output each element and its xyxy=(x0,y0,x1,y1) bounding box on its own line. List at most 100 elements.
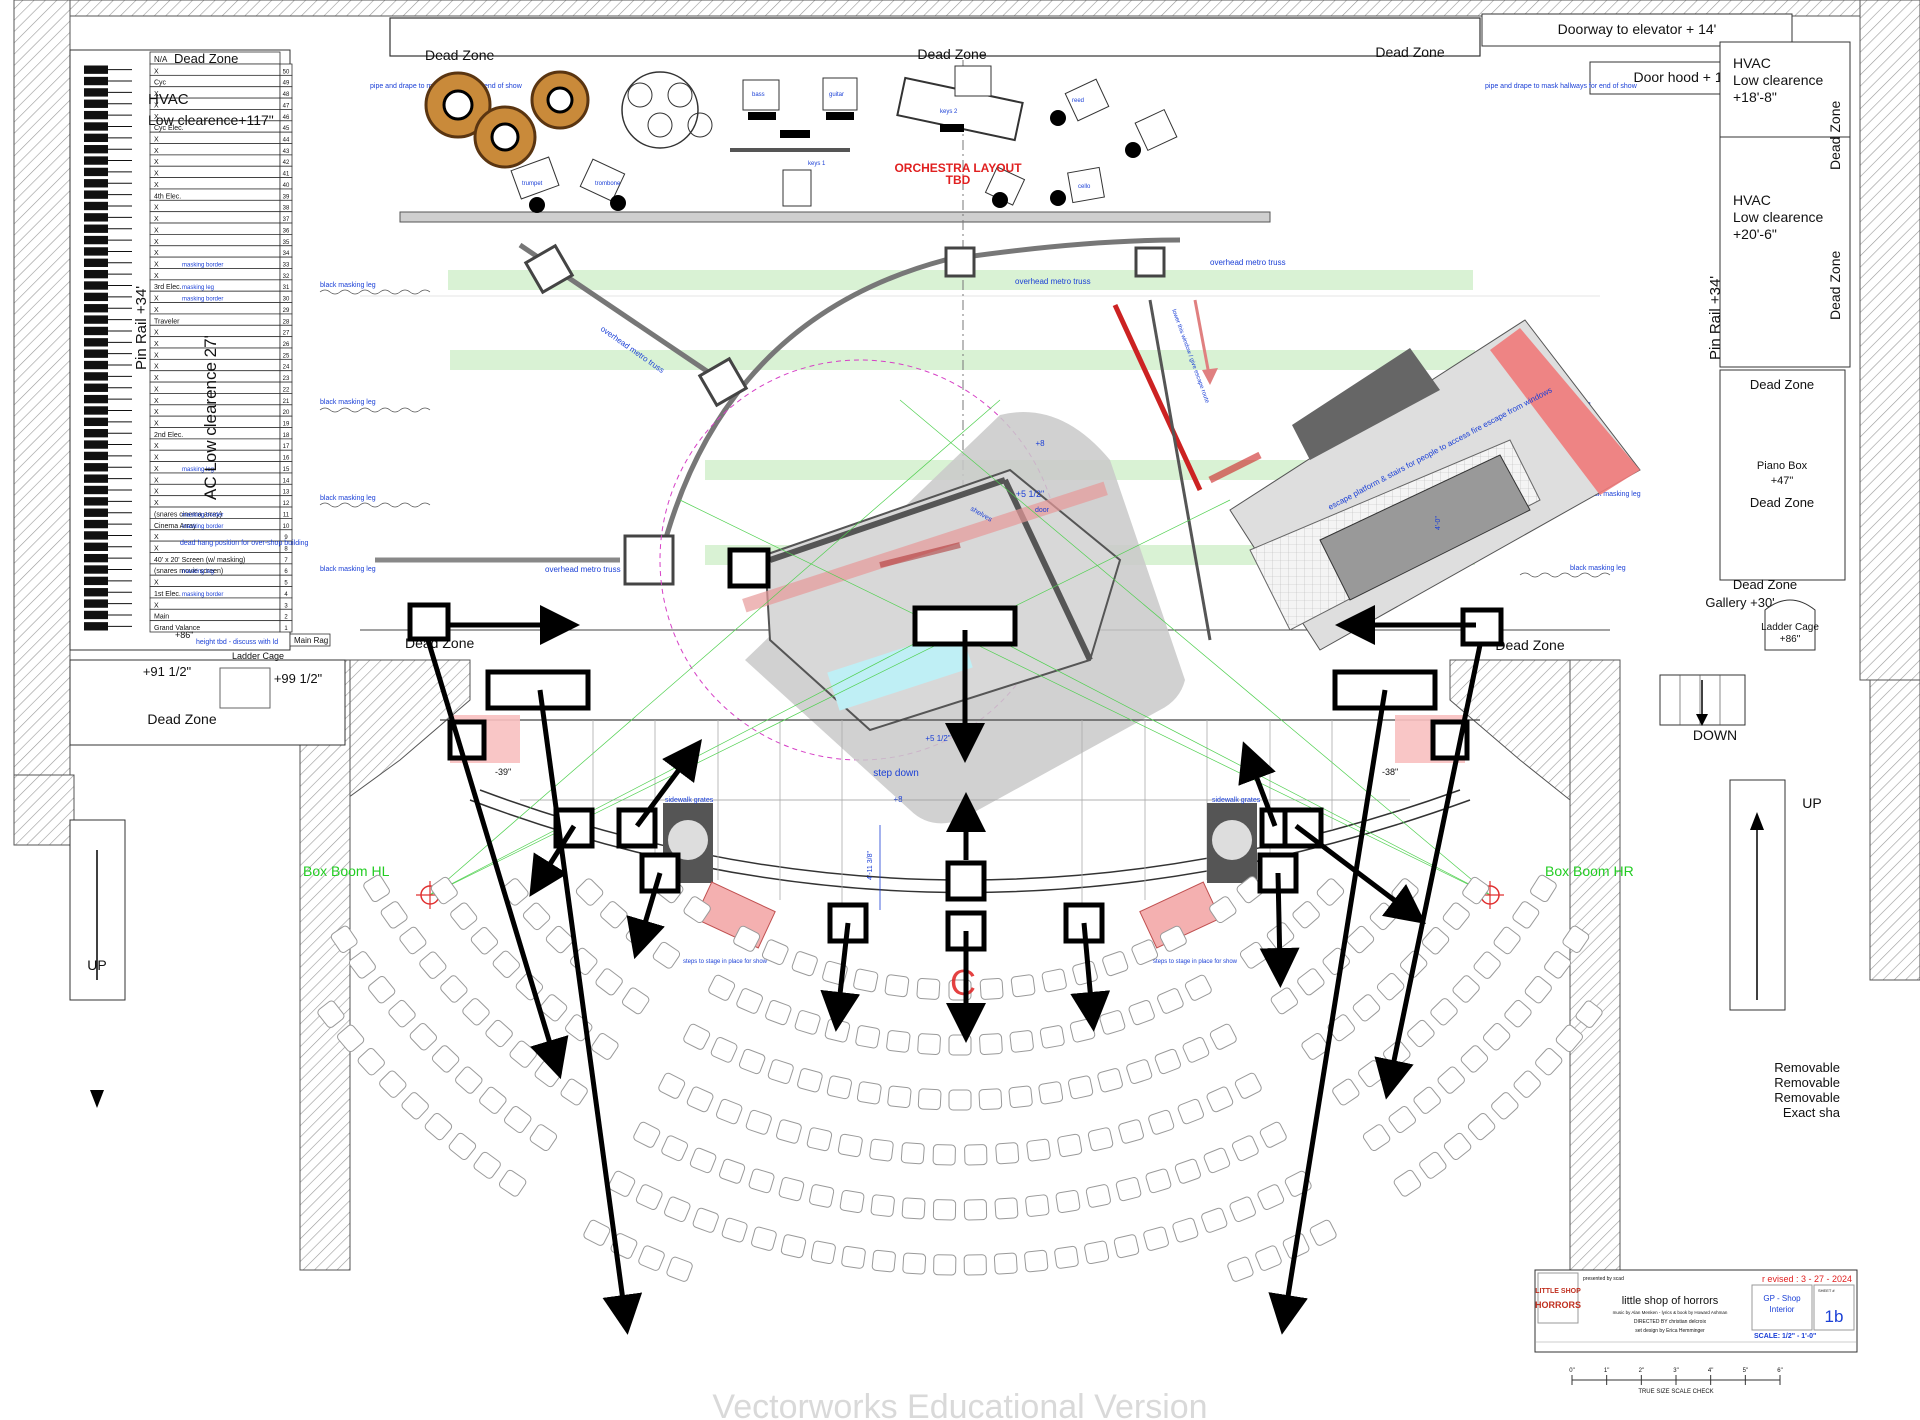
lineset-row-label: X xyxy=(154,261,159,268)
lineset-header: N/A xyxy=(154,55,168,64)
lineset-row-label: X xyxy=(154,545,159,552)
lineset-row-label: Cyc Elec. xyxy=(154,125,184,132)
lighting-fixture[interactable] xyxy=(1282,807,1324,849)
seat xyxy=(1057,1133,1083,1158)
lineset-row-label: (snares movie screen) xyxy=(154,568,223,575)
seat xyxy=(1102,951,1129,977)
lineset-row-label: X xyxy=(154,114,159,121)
truss-label: overhead metro truss xyxy=(1015,277,1091,286)
seat xyxy=(1025,1194,1050,1217)
right-stage-areas: HVAC Low clearence +18'-8" HVAC Low clea… xyxy=(1495,41,1851,1120)
seat xyxy=(1172,1217,1199,1243)
lineset-row-label: X xyxy=(154,500,159,507)
seat xyxy=(1292,901,1320,929)
instrument-stands: trumpet trombone bass guitar keys 2 keys… xyxy=(510,65,1178,213)
title-block: presented by scad r evised : 3 - 27 - 20… xyxy=(1534,1269,1858,1395)
lineset-pins xyxy=(84,65,132,631)
sheet-name: Interior xyxy=(1770,1305,1795,1314)
lineset-row-number: 11 xyxy=(283,512,290,518)
lineset-row-number: 19 xyxy=(283,422,290,428)
seat xyxy=(1535,1047,1563,1076)
seat xyxy=(1322,947,1350,976)
seat xyxy=(1039,1025,1065,1049)
lighting-fixture[interactable] xyxy=(407,602,451,642)
instrument-label: keys 2 xyxy=(940,109,958,115)
ladder-cage-height: +86" xyxy=(1780,634,1801,645)
pin-rail-label: Pin Rail +34' xyxy=(133,286,150,370)
lineset-row-label: (snares cinema array) xyxy=(154,511,222,518)
lineset-pin-icon xyxy=(84,99,132,108)
seat xyxy=(1297,968,1325,996)
seat xyxy=(522,902,551,931)
director-credit: DIRECTED BY christian delcroix xyxy=(1634,1319,1707,1325)
lineset-row-label: X xyxy=(154,250,159,257)
lineset-pin-icon xyxy=(84,247,132,256)
instrument-label: keys 1 xyxy=(808,161,826,167)
seat xyxy=(806,1127,833,1152)
lineset-pin-icon xyxy=(84,417,132,427)
sheet-name: GP - Shop xyxy=(1763,1294,1801,1303)
lineset-row-number: 6 xyxy=(284,569,288,575)
sheet-number: 1b xyxy=(1825,1307,1844,1326)
lineset-pin-icon xyxy=(84,338,132,347)
plus-5-half-label: +5 1/2" xyxy=(1016,489,1044,499)
seat xyxy=(1332,1078,1360,1106)
lineset-pin-icon xyxy=(84,349,132,358)
seat xyxy=(430,876,458,905)
lighting-fixture[interactable] xyxy=(485,669,591,711)
scale-tick-label: 4" xyxy=(1708,1368,1713,1374)
seat xyxy=(683,896,711,924)
lineset-row-label: X xyxy=(154,205,159,212)
lineset-row-number: 33 xyxy=(283,262,290,268)
masking-note: masking border xyxy=(182,512,223,518)
dead-zone-label: Dead Zone xyxy=(147,711,216,727)
main-rag-label: Main Rag xyxy=(294,636,328,645)
seat xyxy=(1084,1240,1110,1265)
lighting-fixtures xyxy=(407,547,1504,1335)
seat xyxy=(916,977,941,1000)
ladder-cage-label: Ladder Cage xyxy=(232,651,284,661)
seat xyxy=(1369,902,1398,931)
focus-arrow xyxy=(626,872,665,960)
up-label: UP xyxy=(1802,795,1821,811)
left-lower-areas: Dead Zone +91 1/2" +99 1/2" Ladder Cage … xyxy=(69,635,474,1108)
lighting-fixture[interactable] xyxy=(727,547,771,589)
lighting-fixture[interactable] xyxy=(945,860,987,902)
seat xyxy=(363,874,390,903)
lineset-pin-icon xyxy=(84,167,132,177)
lineset-row-number: 10 xyxy=(283,524,290,530)
dimension-label: -39" xyxy=(495,767,511,777)
piano-box-label: Piano Box xyxy=(1757,460,1808,472)
lineset-row-number: 23 xyxy=(283,376,290,382)
lighting-fixture[interactable] xyxy=(616,807,658,849)
seat xyxy=(1115,1177,1142,1202)
seat xyxy=(710,1037,738,1063)
hvac-label: HVAC xyxy=(1733,55,1771,71)
seat xyxy=(1437,1066,1465,1094)
lineset-row-label: X xyxy=(154,239,159,246)
lineset-row-number: 8 xyxy=(284,546,288,552)
lineset-pin-icon xyxy=(84,269,132,279)
seat xyxy=(993,1252,1018,1275)
lineset-row-number: 45 xyxy=(283,126,290,132)
lineset-row-label: X xyxy=(154,489,159,496)
seat xyxy=(330,925,358,953)
seat xyxy=(504,1106,532,1134)
lineset-row-label: Main xyxy=(154,614,169,621)
scale-tick-label: 3" xyxy=(1673,1368,1678,1374)
lineset-row-number: 16 xyxy=(283,456,290,462)
scale-ticks: 0"1"2"3"4"5"6" xyxy=(1569,1368,1783,1385)
lineset-row-label: X xyxy=(154,216,159,223)
seat xyxy=(1362,1124,1391,1152)
seat xyxy=(994,1197,1019,1220)
seat xyxy=(509,1040,537,1068)
lineset-row-number: 44 xyxy=(283,138,290,144)
seat xyxy=(1128,999,1155,1026)
seat xyxy=(380,901,408,929)
lineset-row-label: X xyxy=(154,102,159,109)
lineset-row-number: 18 xyxy=(283,433,290,439)
seat xyxy=(837,1133,863,1158)
lineset-row-label: X xyxy=(154,477,159,484)
lineset-pin-icon xyxy=(84,576,132,586)
plus8-label: +8 xyxy=(1035,439,1045,448)
